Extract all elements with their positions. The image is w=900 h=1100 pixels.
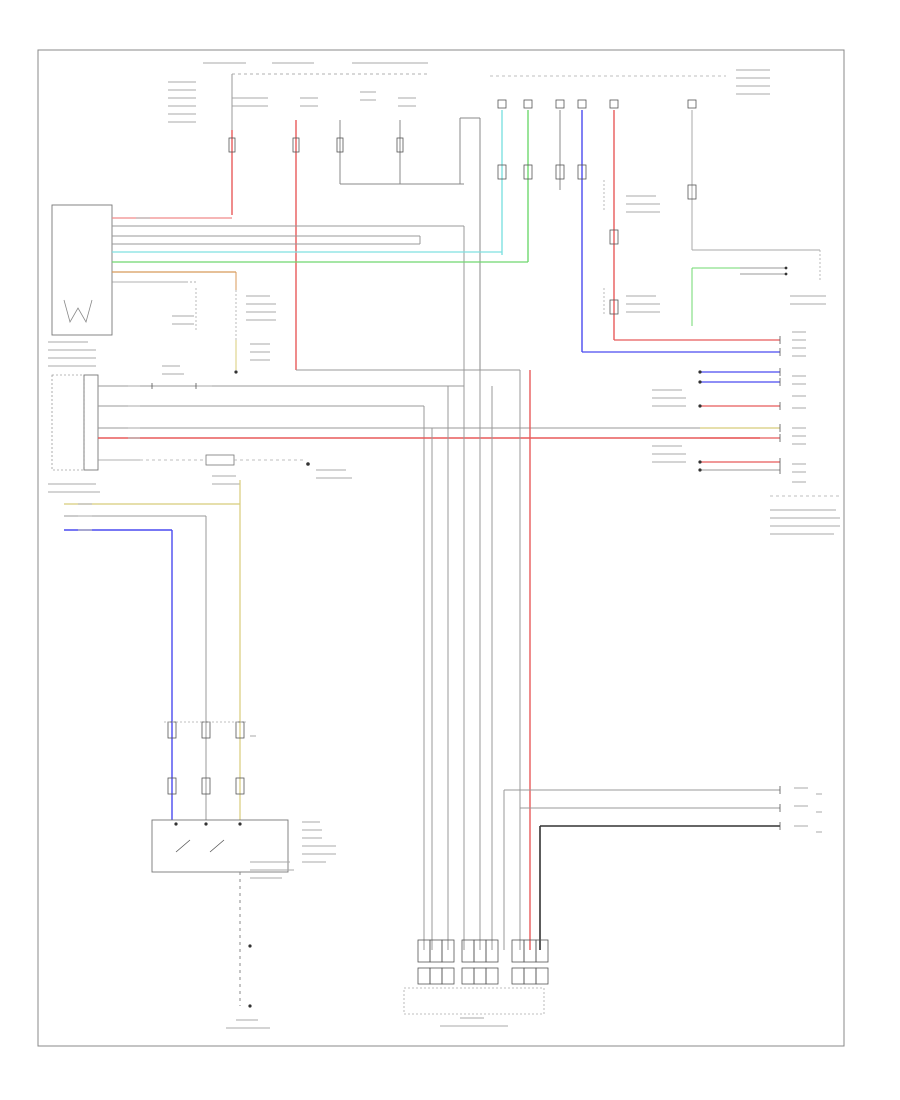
diagram-frame [37, 49, 845, 1047]
bottom-connector [403, 939, 549, 1027]
fuse-icon [228, 137, 404, 153]
left-module-connector [48, 204, 528, 374]
trunk-wires [296, 369, 822, 950]
left-mid-connector [48, 365, 760, 950]
right-computer-block [582, 331, 840, 535]
top-connector-wires [497, 99, 826, 352]
left-lower-bundle [64, 480, 336, 1029]
top-fuse-area [168, 62, 770, 370]
right-relay [740, 266, 788, 276]
